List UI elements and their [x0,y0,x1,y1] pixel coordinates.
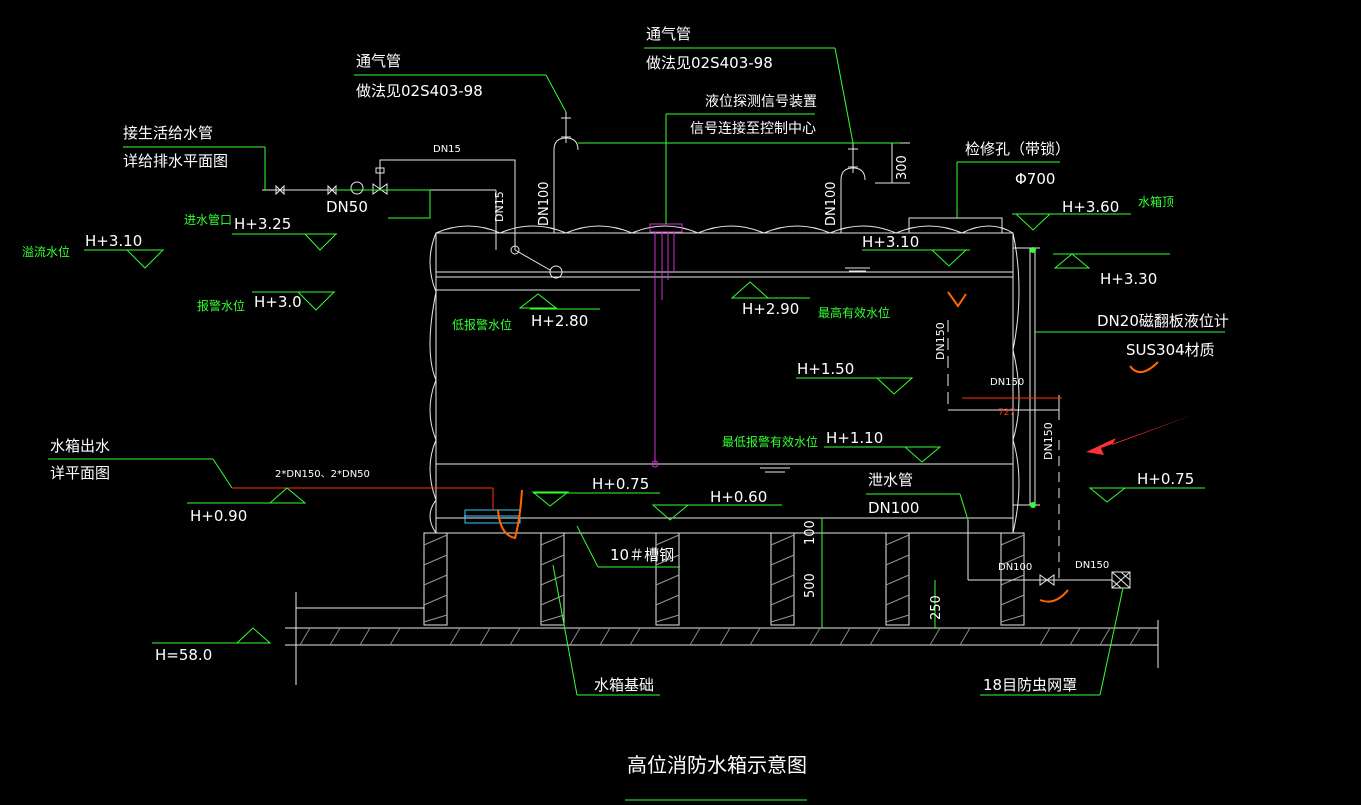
level-h310-left: H+3.10 [85,232,142,250]
drain-label: 泄水管 [868,471,913,489]
channel-label: 10＃槽钢 [610,546,674,564]
dn50-label: DN50 [326,198,368,216]
level-h110: H+1.10 [826,429,883,447]
alarm-level-label: 报警水位 [197,298,245,313]
level-h360: H+3.60 [1062,198,1119,216]
signal-link-label: 信号连接至控制中心 [690,120,816,137]
foundation-label: 水箱基础 [594,676,654,694]
level-h330: H+3.30 [1100,270,1157,288]
dim-300: 300 [895,155,910,180]
vent2-ref: 做法见02S403-98 [646,54,773,72]
level-h060: H+0.60 [710,488,767,506]
gauge-valves [1030,247,1036,508]
level-h075-out: H+0.75 [1137,470,1194,488]
piping [262,112,1131,628]
vent1-title: 通气管 [356,52,401,70]
dim-727: 727 [998,408,1015,418]
vent1-ref: 做法见02S403-98 [356,82,483,100]
level-h325: H+3.25 [234,215,291,233]
domestic-ref-label: 详给排水平面图 [123,152,228,170]
dn100-a: DN100 [537,181,552,226]
overflow-level-label: 溢流水位 [22,244,70,259]
dn15-b: DN15 [493,191,506,222]
level-h280: H+2.80 [531,312,588,330]
manhole-box [908,217,1003,234]
tank-top-label: 水箱顶 [1138,194,1174,209]
dn150-a: DN150 [934,322,947,360]
pipes-out-label: 2*DN150、2*DN50 [275,469,370,480]
level-h290: H+2.90 [742,300,799,318]
level-probe [649,223,683,468]
dn150-b: DN150 [990,377,1024,388]
dim-250: 250 [929,595,944,620]
dn150-c: DN150 [1042,422,1055,460]
water-tank [429,225,1020,534]
level-signal-label: 液位探测信号装置 [705,94,817,110]
labels: 通气管 做法见02S403-98 通气管 做法见02S403-98 液位探测信号… [22,25,1229,777]
water-ticks [760,267,870,473]
dn100-b: DN100 [824,181,839,226]
level-h580: H=58.0 [155,646,212,664]
level-h30: H+3.0 [254,293,302,311]
dim-500: 500 [803,573,818,598]
dn100-c: DN100 [998,562,1032,573]
dim-100: 100 [803,520,818,545]
drain-size: DN100 [868,499,919,517]
level-h310-right: H+3.10 [862,233,919,251]
outlet-label: 水箱出水 [50,437,110,455]
gauge-label: DN20磁翻板液位计 [1097,312,1229,330]
low-alarm-label: 低报警水位 [452,317,512,332]
manhole-size: Φ700 [1015,170,1055,188]
level-h090: H+0.90 [190,507,247,525]
dn150-d: DN150 [1075,560,1109,571]
red-pipes [232,291,1159,603]
outlet-ref: 详平面图 [50,464,110,482]
drawing-title: 高位消防水箱示意图 [627,753,807,777]
supports [423,532,1025,626]
inlet-port-label: 进水管口 [184,212,232,227]
manhole-label: 检修孔（带锁） [965,140,1070,158]
level-h075-in: H+0.75 [592,475,649,493]
ground-slab [285,592,1159,685]
level-h150: H+1.50 [797,360,854,378]
screen-label: 18目防虫网罩 [983,676,1077,694]
material-label: SUS304材质 [1126,341,1215,359]
max-effective-label: 最高有效水位 [818,305,890,320]
dn15-a: DN15 [433,144,461,155]
red-arrow [1086,413,1198,455]
domestic-pipe-label: 接生活给水管 [123,124,213,142]
min-alarm-label: 最低报警有效水位 [722,434,818,449]
leaders [48,47,1225,801]
vent2-title: 通气管 [646,25,691,43]
